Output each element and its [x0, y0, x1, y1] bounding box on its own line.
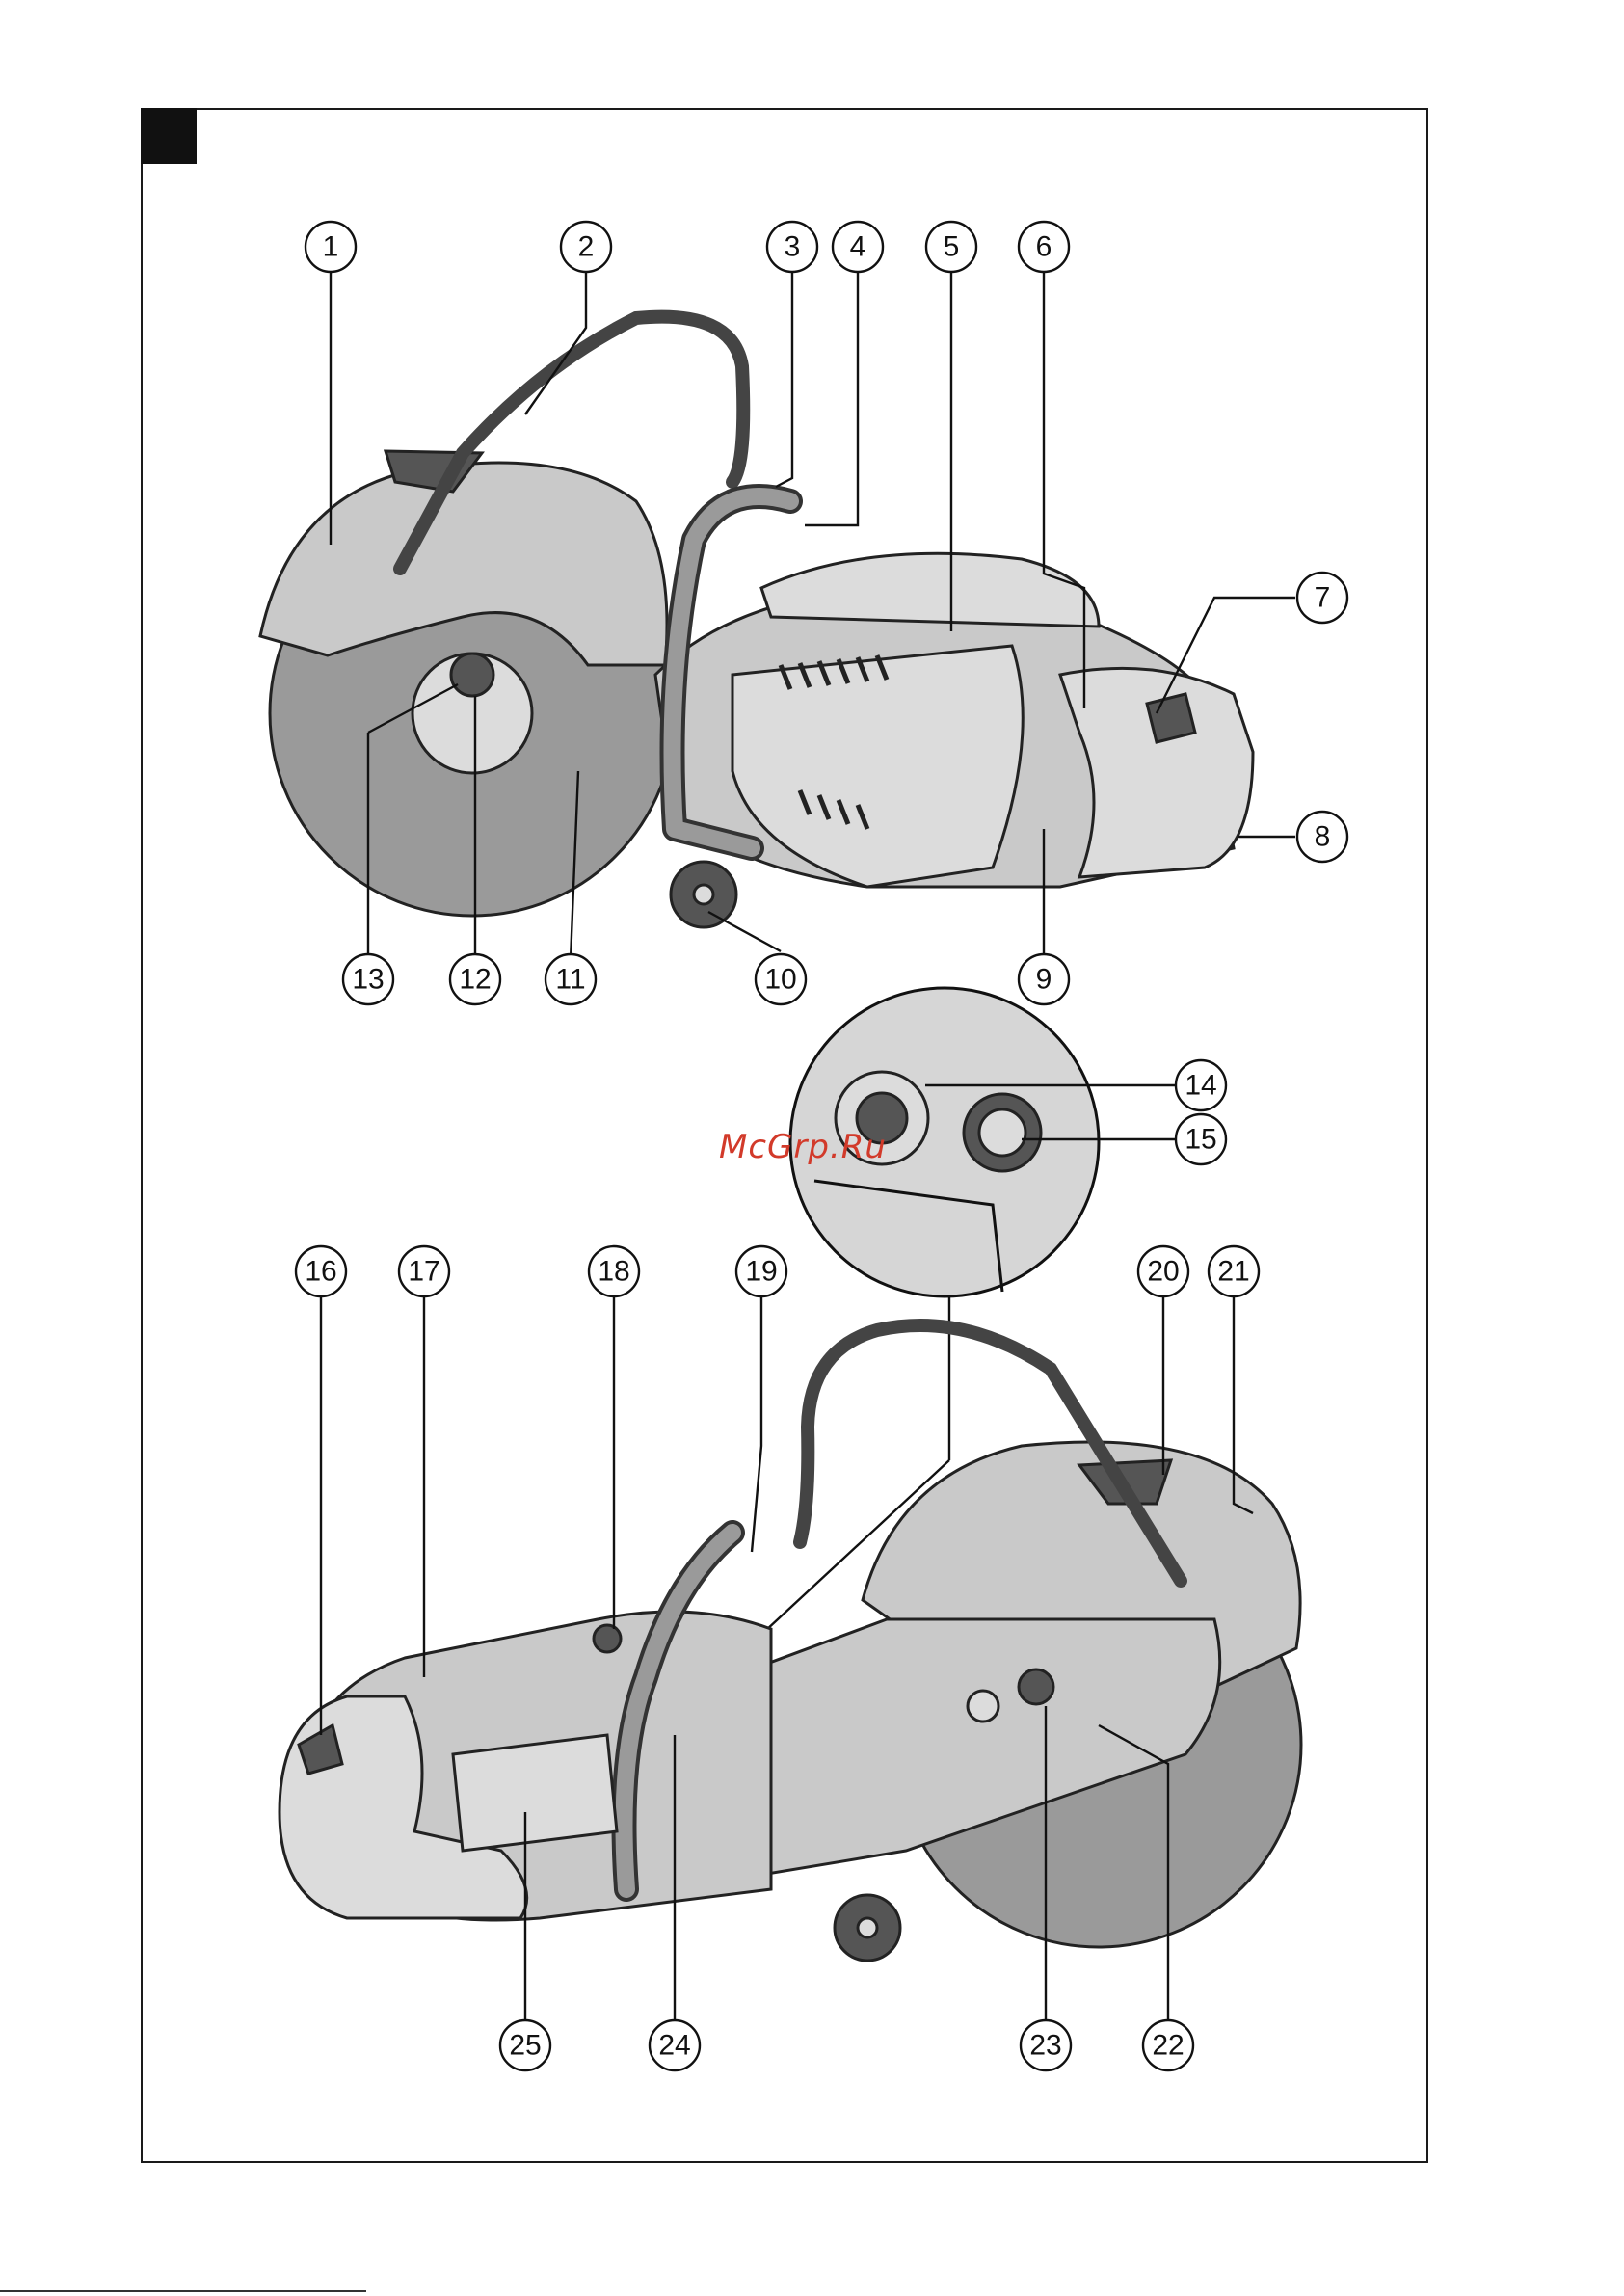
choke-knob — [594, 1625, 621, 1652]
callout-20: 20 — [1138, 1246, 1188, 1296]
svg-text:24: 24 — [658, 2030, 690, 2062]
svg-text:6: 6 — [1036, 231, 1052, 263]
spindle-bolt-top — [451, 654, 493, 696]
svg-text:22: 22 — [1152, 2030, 1184, 2062]
svg-text:11: 11 — [555, 964, 585, 996]
top-cover-top — [761, 553, 1099, 627]
svg-text:3: 3 — [785, 231, 801, 263]
callout-25: 25 — [500, 2020, 550, 2070]
callout-11: 11 — [546, 954, 596, 1004]
callout-10: 10 — [756, 954, 806, 1004]
svg-text:23: 23 — [1029, 2030, 1061, 2062]
spindle-bolt-bottom — [1019, 1669, 1053, 1704]
callout-16: 16 — [296, 1246, 346, 1296]
svg-text:14: 14 — [1185, 1070, 1216, 1102]
callout-18: 18 — [589, 1246, 639, 1296]
callout-5: 5 — [926, 222, 976, 272]
svg-text:12: 12 — [459, 964, 491, 996]
svg-text:16: 16 — [305, 1256, 336, 1288]
callout-14: 14 — [1176, 1060, 1226, 1110]
svg-text:2: 2 — [578, 231, 595, 263]
callout-21: 21 — [1209, 1246, 1259, 1296]
svg-text:19: 19 — [745, 1256, 777, 1288]
throttle-trigger-top — [1147, 694, 1195, 742]
callout-6: 6 — [1019, 222, 1069, 272]
svg-text:17: 17 — [408, 1256, 439, 1288]
callout-12: 12 — [450, 954, 500, 1004]
svg-text:20: 20 — [1147, 1256, 1179, 1288]
fuel-tank-panel — [453, 1735, 617, 1851]
callout-8: 8 — [1297, 812, 1347, 862]
watermark: McGrp.Ru — [719, 1128, 887, 1166]
callout-23: 23 — [1021, 2020, 1071, 2070]
callout-15: 15 — [1176, 1114, 1226, 1164]
callout-7: 7 — [1297, 573, 1347, 623]
callout-4: 4 — [833, 222, 883, 272]
top-saw-illustration — [260, 317, 1253, 927]
svg-text:18: 18 — [598, 1256, 629, 1288]
bottom-saw-illustration — [280, 1325, 1301, 1961]
callout-1: 1 — [306, 222, 356, 272]
callout-3: 3 — [767, 222, 817, 272]
callout-22: 22 — [1143, 2020, 1193, 2070]
svg-text:5: 5 — [944, 231, 960, 263]
callout-13: 13 — [343, 954, 393, 1004]
footer-rule — [0, 2290, 366, 2292]
svg-text:1: 1 — [323, 231, 339, 263]
svg-text:4: 4 — [850, 231, 866, 263]
callout-17: 17 — [399, 1246, 449, 1296]
svg-text:10: 10 — [764, 964, 796, 996]
svg-text:8: 8 — [1315, 821, 1331, 853]
svg-text:15: 15 — [1185, 1124, 1216, 1156]
callout-9: 9 — [1019, 954, 1069, 1004]
svg-text:13: 13 — [352, 964, 384, 996]
svg-text:7: 7 — [1315, 582, 1331, 614]
svg-text:9: 9 — [1036, 964, 1052, 996]
callout-2: 2 — [561, 222, 611, 272]
svg-text:25: 25 — [509, 2030, 541, 2062]
callout-19: 19 — [736, 1246, 786, 1296]
callout-24: 24 — [650, 2020, 700, 2070]
svg-text:21: 21 — [1217, 1256, 1249, 1288]
